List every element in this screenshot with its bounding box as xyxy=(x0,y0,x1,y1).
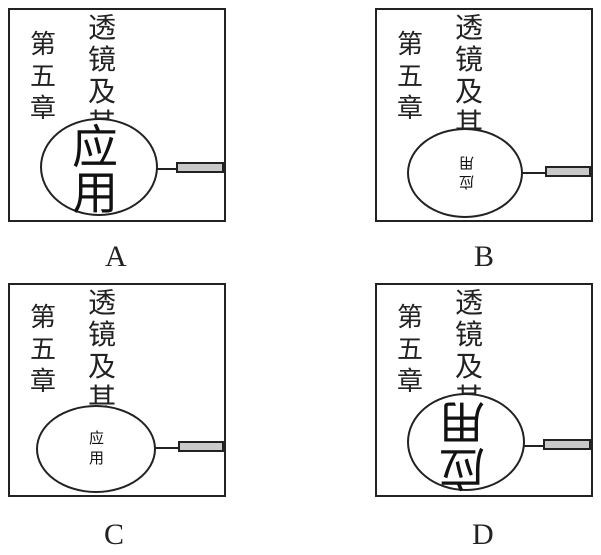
magnifier-lens xyxy=(36,405,156,493)
lens-char: 应 xyxy=(72,120,118,174)
magnifier-handle xyxy=(176,162,224,173)
right-char: 及 xyxy=(455,350,484,383)
lens-char: 用 xyxy=(72,166,118,220)
right-char: 及 xyxy=(455,75,484,108)
option-label-c: C xyxy=(104,518,125,551)
lens-image-text: 应 用 xyxy=(72,124,118,216)
left-char: 五 xyxy=(30,62,57,92)
left-text-column: 第 五 章 xyxy=(397,32,423,128)
option-label-b: B xyxy=(474,240,495,273)
right-text-column: 透 镜 及 其 xyxy=(88,289,116,417)
left-char: 五 xyxy=(397,62,424,92)
right-char: 透 xyxy=(88,11,117,44)
lens-char: 用 xyxy=(89,449,105,467)
left-char: 章 xyxy=(30,94,57,124)
left-char: 第 xyxy=(30,303,57,333)
left-char: 章 xyxy=(30,367,57,397)
left-text-column: 第 五 章 xyxy=(397,305,423,401)
left-char: 五 xyxy=(30,335,57,365)
magnifier-lens xyxy=(40,118,158,216)
magnifier-rod xyxy=(521,172,545,174)
right-char: 镜 xyxy=(455,318,484,351)
lens-char: 用 xyxy=(439,395,485,449)
lens-char: 应 xyxy=(89,429,105,447)
magnifier-handle xyxy=(178,441,224,452)
right-char: 及 xyxy=(88,350,117,383)
right-char: 透 xyxy=(88,286,117,319)
lens-char: 应 xyxy=(459,173,475,191)
left-char: 第 xyxy=(30,30,57,60)
left-char: 五 xyxy=(397,335,424,365)
right-char: 及 xyxy=(88,75,117,108)
option-label-a: A xyxy=(105,240,127,273)
right-char: 镜 xyxy=(88,43,117,76)
lens-char: 用 xyxy=(459,154,475,172)
left-char: 章 xyxy=(397,367,424,397)
lens-char: 应 xyxy=(439,441,485,495)
right-char: 透 xyxy=(455,286,484,319)
panel-c: 第 五 章 透 镜 及 其 应 用 xyxy=(8,283,226,497)
lens-image-text: 应 用 xyxy=(439,395,485,495)
magnifier-handle xyxy=(543,439,591,450)
left-text-column: 第 五 章 xyxy=(30,32,56,128)
left-char: 章 xyxy=(397,94,424,124)
lens-image-text: 应 用 xyxy=(459,154,475,191)
left-char: 第 xyxy=(397,303,424,333)
right-char: 镜 xyxy=(455,43,484,76)
panel-b: 第 五 章 透 镜 及 其 应 用 xyxy=(375,8,593,222)
lens-image-text: 应 用 xyxy=(89,431,104,466)
magnifier-rod xyxy=(156,168,176,170)
right-char: 透 xyxy=(455,11,484,44)
panel-a: 第 五 章 透 镜 及 其 应 用 xyxy=(8,8,226,222)
left-char: 第 xyxy=(397,30,424,60)
option-label-d: D xyxy=(472,518,494,551)
panel-d: 第 五 章 透 镜 及 其 应 用 xyxy=(375,283,593,497)
right-text-column: 透 镜 及 其 xyxy=(455,14,483,142)
magnifier-rod xyxy=(154,447,178,449)
magnifier-handle xyxy=(545,166,591,177)
magnifier-rod xyxy=(523,445,543,447)
right-char: 镜 xyxy=(88,318,117,351)
magnifier-lens xyxy=(407,393,525,491)
left-text-column: 第 五 章 xyxy=(30,305,56,401)
